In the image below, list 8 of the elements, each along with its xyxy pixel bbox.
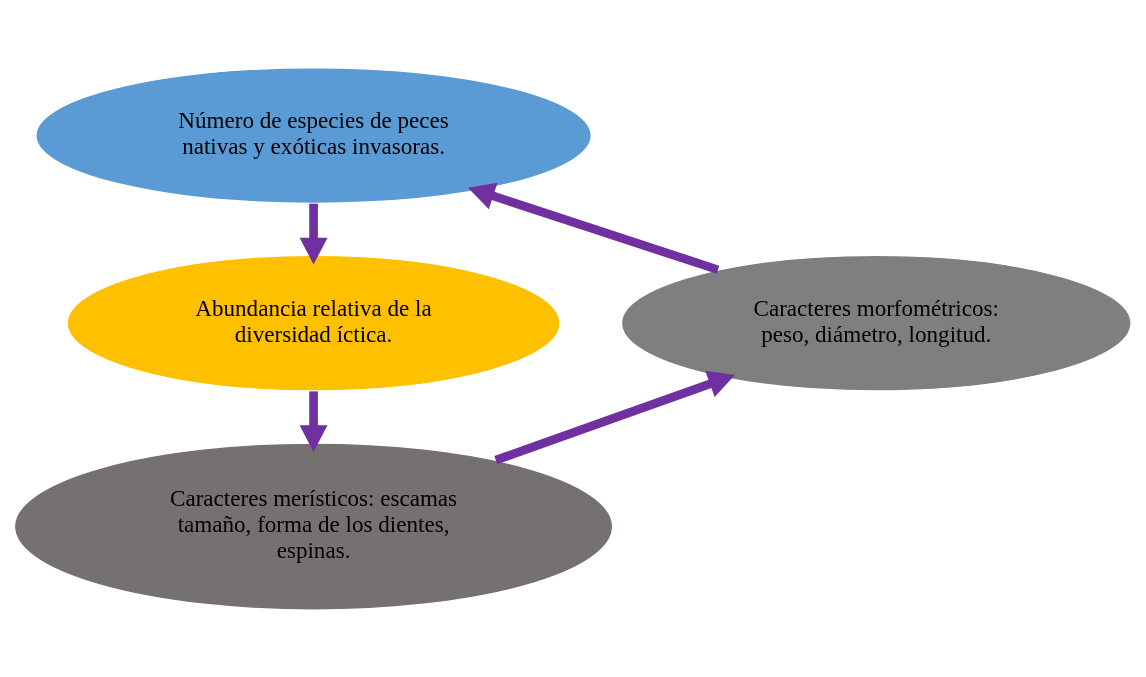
arrow [299, 203, 328, 264]
node-ellipse: Caracteres merísticos: escamas tamaño, forma de los dientes, espinas. [13, 441, 614, 611]
arrow [467, 182, 720, 274]
arrow [299, 390, 328, 452]
node-ellipse: Número de especies de peces nativas y exóticas invasoras. [35, 66, 593, 204]
node-ellipse: Abundancia relativa de la diversidad íctica. [66, 254, 561, 392]
node-ellipse: Caracteres morfométricos: peso, diámetro, longitud. [620, 254, 1132, 392]
arrow [494, 370, 735, 464]
